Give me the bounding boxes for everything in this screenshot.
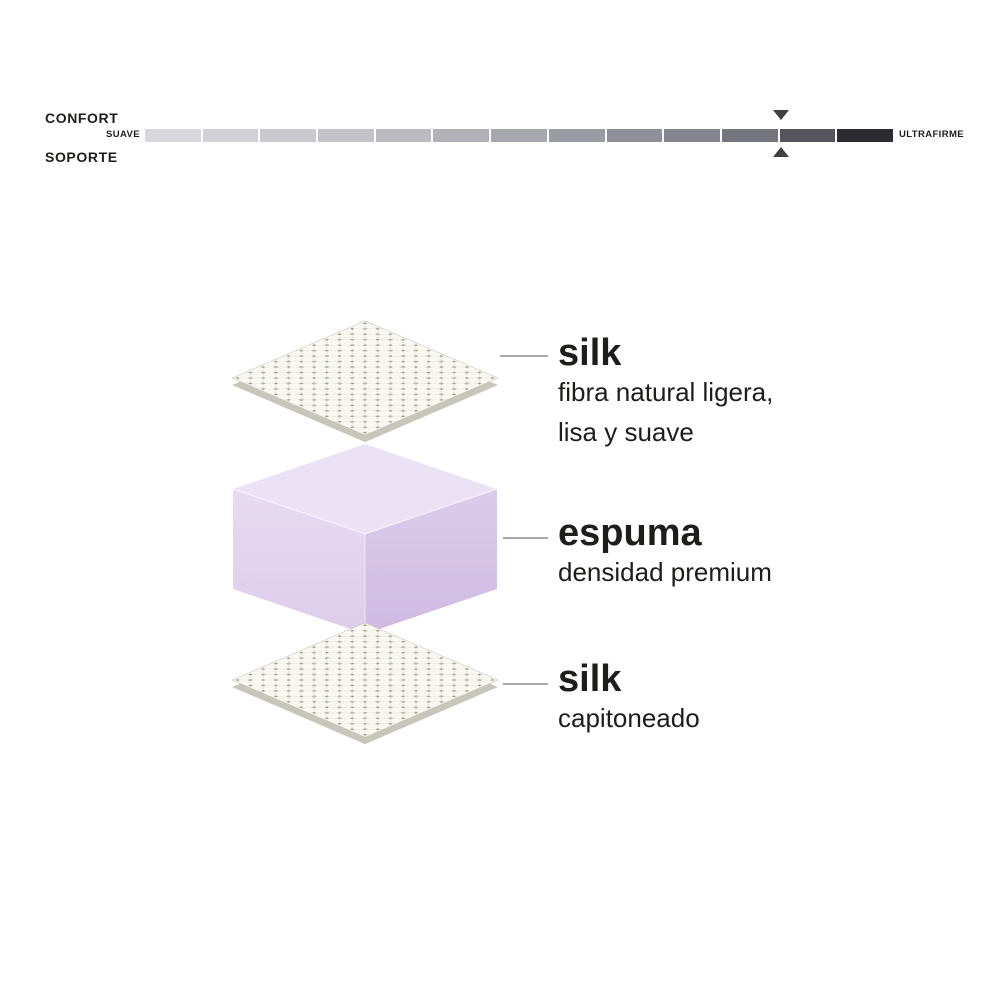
ultrafirme-end-label: ULTRAFIRME: [899, 129, 965, 140]
scale-segment: [260, 129, 317, 142]
layer-label-espuma: espuma densidad premium: [558, 514, 772, 592]
comfort-scale-bar: [145, 129, 893, 142]
scale-segment: [721, 129, 778, 142]
scale-segment: [433, 129, 490, 142]
layer-description-line: lisa y suave: [558, 417, 694, 447]
layer-label-silk-bottom: silk capitoneado: [558, 660, 700, 738]
scale-segment: [318, 129, 374, 142]
silk-top-layer-graphic: [231, 320, 499, 443]
scale-segment: [664, 129, 720, 142]
layer-description-line: densidad premium: [558, 557, 772, 587]
scale-pointer-up-icon: [772, 147, 789, 157]
confort-label: CONFORT: [45, 110, 119, 126]
scale-segment: [779, 129, 836, 142]
layer-description-line: capitoneado: [558, 703, 700, 733]
layer-title: silk: [558, 332, 622, 374]
scale-segment: [145, 129, 201, 142]
layer-label-silk-top: silk fibra natural ligera, lisa y suave: [558, 334, 773, 452]
layer-title: silk: [558, 658, 622, 700]
scale-segment: [202, 129, 259, 142]
foam-block-graphic: [232, 444, 498, 634]
silk-bottom-layer-graphic: [231, 622, 499, 745]
suave-end-label: SUAVE: [105, 129, 140, 140]
scale-pointer-down-icon: [772, 110, 789, 120]
scale-segment: [837, 129, 893, 142]
layer-title: espuma: [558, 512, 702, 554]
scale-segment: [375, 129, 432, 142]
connector-lines: [500, 355, 548, 685]
soporte-label: SOPORTE: [45, 149, 118, 165]
layer-description-line: fibra natural ligera,: [558, 377, 774, 407]
scale-segment: [606, 129, 663, 142]
scale-segment: [548, 129, 605, 142]
scale-segment: [491, 129, 547, 142]
